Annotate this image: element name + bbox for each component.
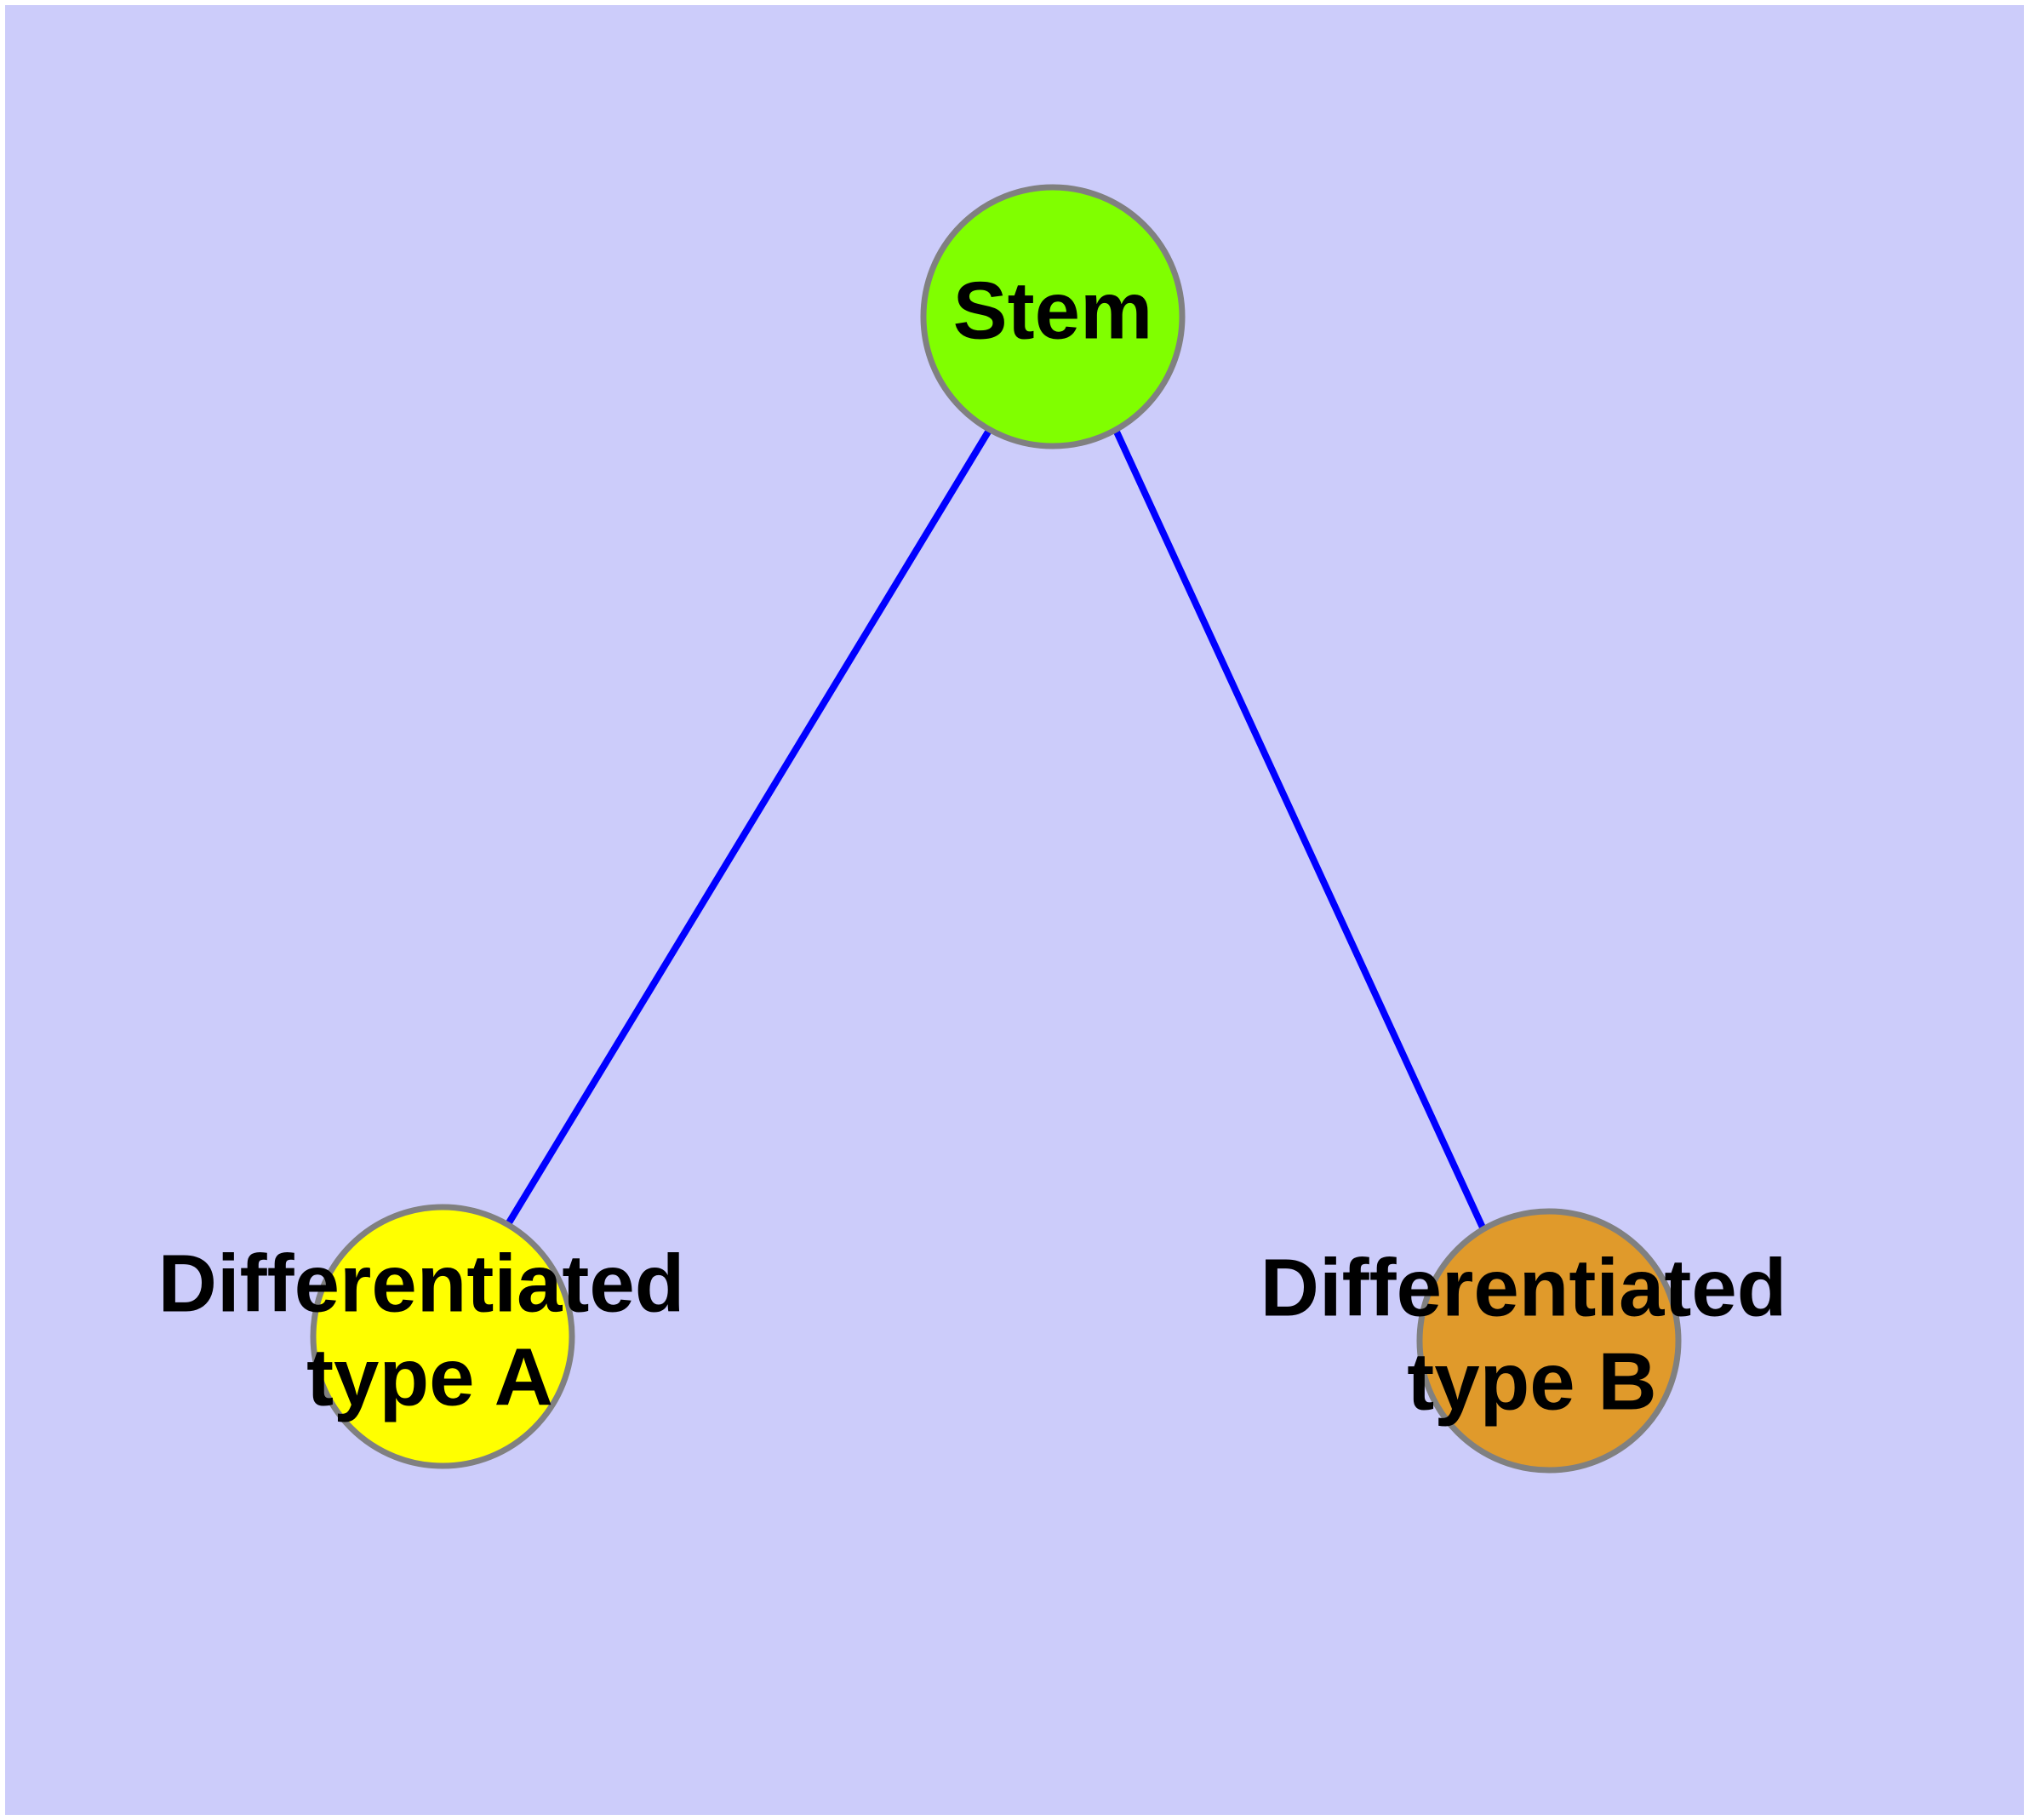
- node-diff-b-label-line-2: type B: [1407, 1336, 1656, 1427]
- node-layer: [310, 184, 1682, 1474]
- edge-stem-to-diff-a[interactable]: [505, 426, 993, 1227]
- edge-layer: [505, 426, 1486, 1229]
- node-diff-a[interactable]: [310, 1204, 575, 1469]
- node-diff-b[interactable]: [1416, 1208, 1682, 1474]
- node-stem-label-line-1: Stem: [953, 265, 1153, 356]
- label-layer: Stem Differentiated type A Differentiate…: [158, 265, 1787, 1427]
- node-diff-b-label-line-1: Differentiated: [1260, 1242, 1787, 1333]
- node-stem[interactable]: [920, 184, 1186, 449]
- edge-stem-to-diff-b[interactable]: [1112, 428, 1486, 1229]
- node-diff-b-circle[interactable]: [1416, 1208, 1682, 1474]
- node-stem-circle[interactable]: [920, 184, 1186, 449]
- node-diff-a-label-line-2: type A: [306, 1331, 553, 1422]
- node-diff-a-label-line-1: Differentiated: [158, 1238, 685, 1329]
- node-diff-a-circle[interactable]: [310, 1204, 575, 1469]
